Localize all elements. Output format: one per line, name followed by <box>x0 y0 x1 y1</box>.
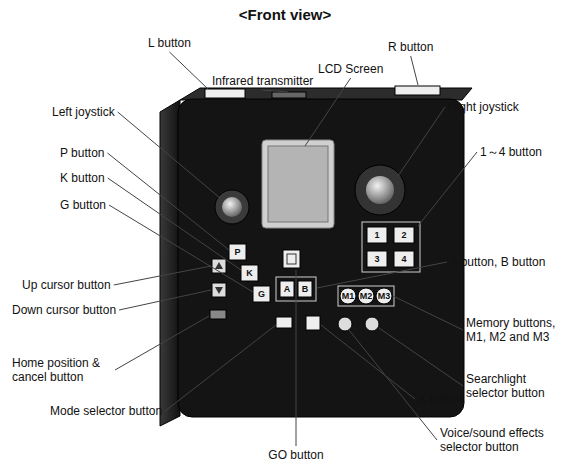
leader-line <box>118 112 220 198</box>
b-button <box>298 281 312 297</box>
go-button <box>283 250 300 268</box>
callout-label: LCD Screen <box>318 62 383 76</box>
leader-line <box>165 325 276 411</box>
lcd-screen <box>268 146 328 222</box>
l-button <box>205 89 245 98</box>
voice-selector-button <box>338 317 352 331</box>
callout-label: Voice/sound effects selector button <box>440 426 568 454</box>
callout-label: 1～4 button <box>480 145 542 159</box>
callout-label: Left joystick <box>52 105 115 119</box>
button-legend: A <box>284 284 291 294</box>
leader-line <box>379 328 463 386</box>
m1-button <box>340 288 356 304</box>
callout-label: X button <box>418 392 463 406</box>
callout-label: K button <box>60 171 105 185</box>
home-button <box>210 310 226 319</box>
view-title: <Front view> <box>0 6 570 23</box>
callout-label: G button <box>60 198 106 212</box>
memory-button-panel <box>338 286 394 306</box>
callout-label: P button <box>60 146 104 160</box>
button-legend: 1 <box>374 230 379 240</box>
down-cursor-button <box>212 283 226 297</box>
callout-label: Right joystick <box>448 100 519 114</box>
lcd-bezel <box>262 140 334 228</box>
left-joystick-base <box>215 190 249 224</box>
callout-label: Searchlight selector button <box>466 372 564 400</box>
leader-line <box>321 325 415 399</box>
leader-line <box>411 56 418 85</box>
leader-line <box>398 107 445 176</box>
button-legend: M3 <box>378 291 391 301</box>
number-button-panel <box>362 222 420 272</box>
button-legend: 3 <box>374 254 379 264</box>
callout-label: Down cursor button <box>12 303 116 317</box>
callout-label: Mode selector button <box>50 404 162 418</box>
x-button <box>306 316 320 330</box>
callout-label: L button <box>148 36 191 50</box>
callout-label: Memory buttons, M1, M2 and M3 <box>466 316 564 344</box>
down-arrow-symbol <box>215 287 223 294</box>
leader-line <box>169 52 208 89</box>
m2-button <box>358 288 374 304</box>
a-button <box>280 281 294 297</box>
button-legend: 2 <box>401 230 406 240</box>
button-legend: 4 <box>401 254 406 264</box>
r-button <box>395 86 440 95</box>
button-legend: P <box>234 247 240 257</box>
callout-label: A button, B button <box>450 255 545 269</box>
leader-line <box>349 330 437 440</box>
infrared-transmitter <box>272 92 306 98</box>
button-2 <box>394 227 414 243</box>
leader-line <box>115 316 209 370</box>
callout-label: Home position & cancel button <box>12 356 112 384</box>
searchlight-selector-button <box>365 317 379 331</box>
button-legend: M2 <box>360 291 373 301</box>
callout-label: R button <box>388 40 433 54</box>
callout-label: Infrared transmitter <box>212 74 313 88</box>
housing-front <box>178 99 464 417</box>
m3-button <box>376 288 392 304</box>
button-3 <box>367 251 387 267</box>
leader-line <box>108 178 241 270</box>
leader-line <box>114 266 211 285</box>
callout-label: Up cursor button <box>22 278 111 292</box>
leader-line <box>119 290 211 310</box>
go-symbol <box>287 254 296 264</box>
callout-label: GO button <box>268 448 323 462</box>
button-legend: K <box>246 268 253 278</box>
k-button <box>241 265 258 281</box>
right-joystick <box>366 176 394 204</box>
g-button <box>253 286 270 302</box>
leader-line <box>418 152 477 226</box>
button-legend: B <box>302 284 309 294</box>
leader-line <box>107 153 229 250</box>
housing-side <box>160 100 180 426</box>
button-4 <box>394 251 414 267</box>
left-joystick <box>222 197 242 217</box>
leader-line <box>305 78 351 146</box>
up-arrow-symbol <box>215 262 223 269</box>
mode-selector-button <box>276 317 292 328</box>
button-legend: G <box>258 289 265 299</box>
button-1 <box>367 227 387 243</box>
right-joystick-base <box>355 165 405 215</box>
leader-line <box>393 296 463 330</box>
leader-line <box>263 90 288 92</box>
button-legend: M1 <box>342 291 355 301</box>
leader-line <box>296 270 297 446</box>
leader-line <box>109 205 253 292</box>
p-button <box>229 244 246 260</box>
leader-line <box>317 262 447 288</box>
